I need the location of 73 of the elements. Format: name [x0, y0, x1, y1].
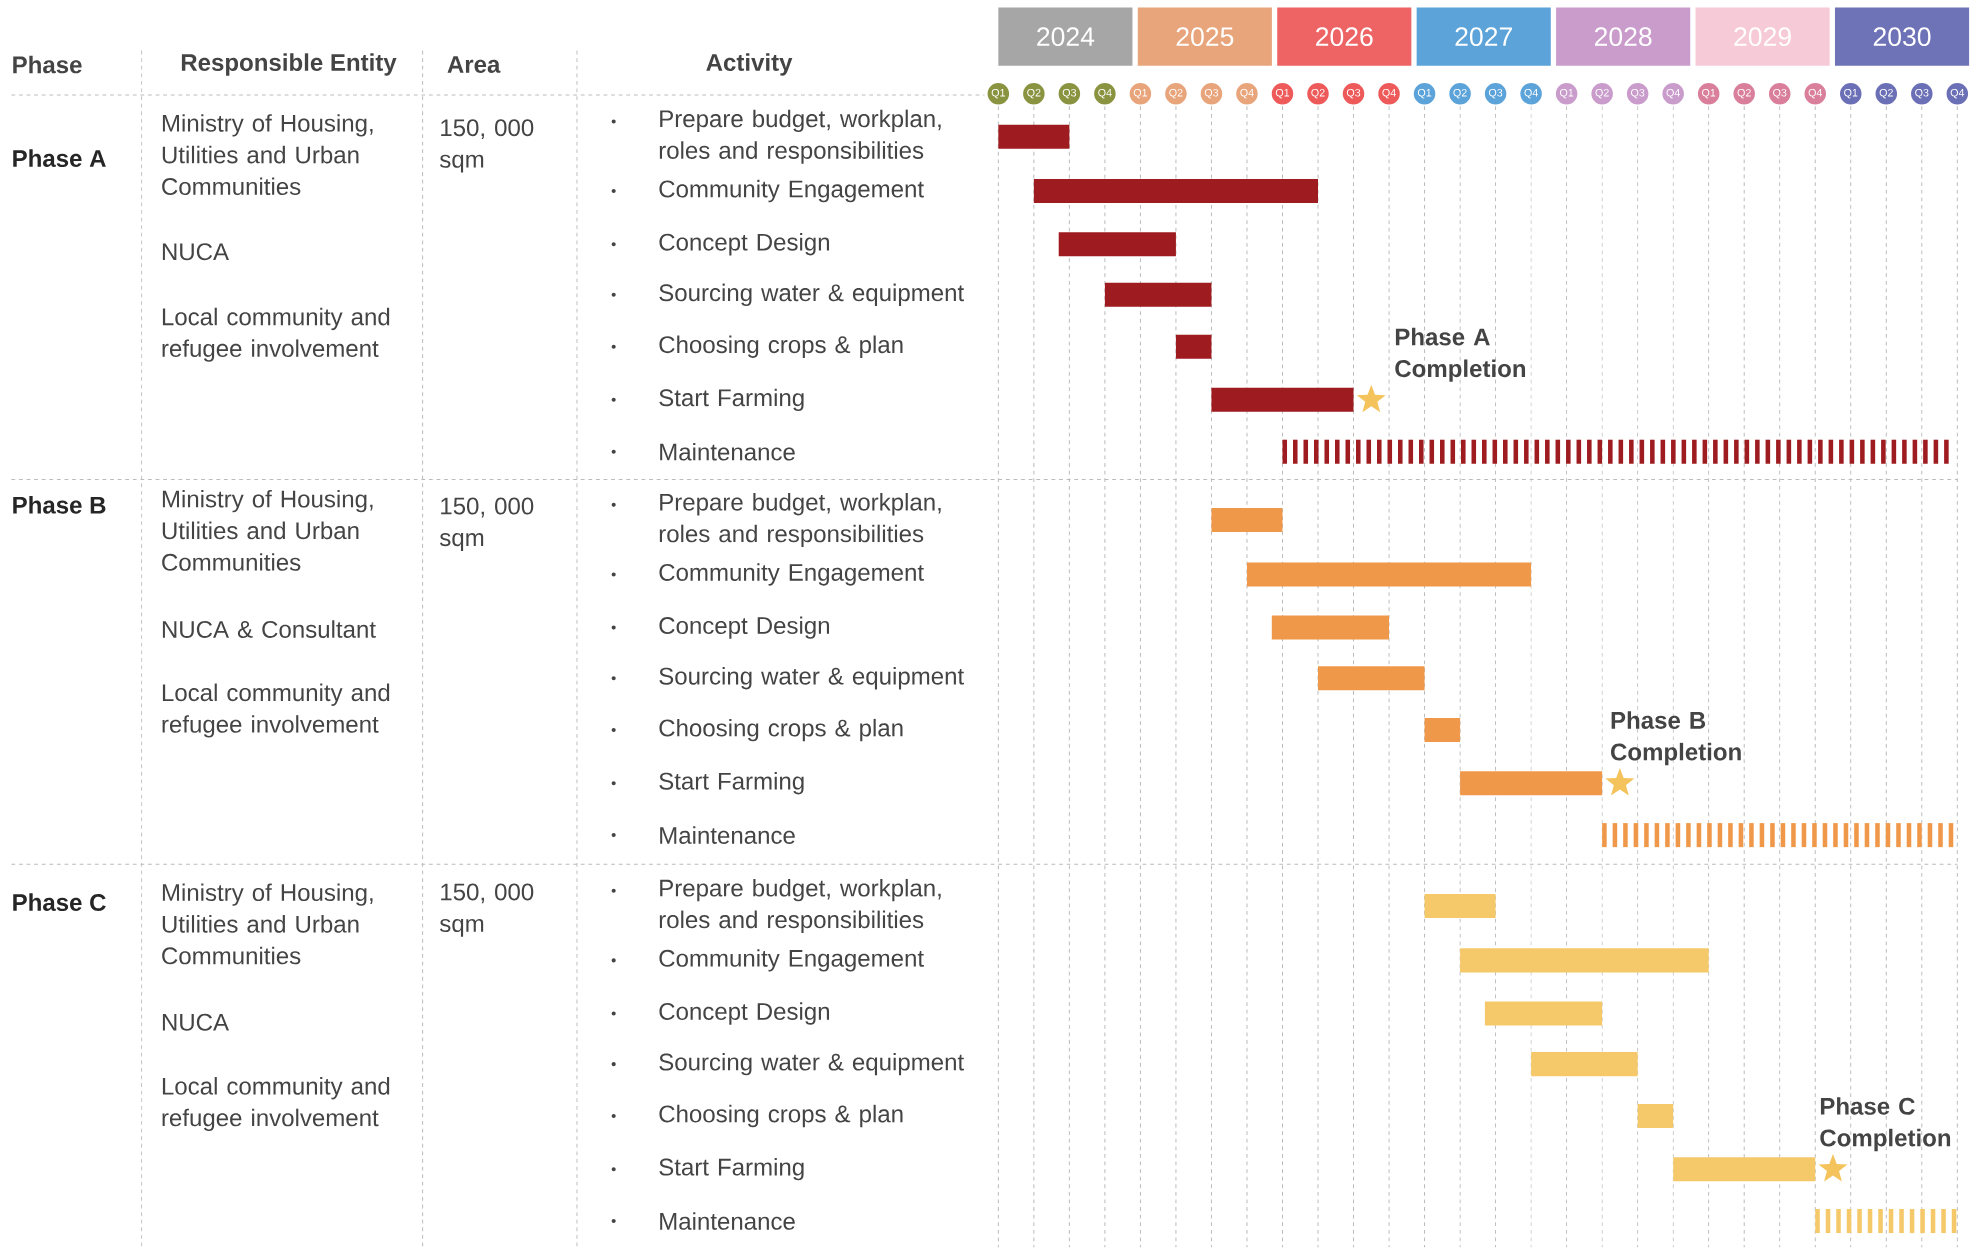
milestone-label: Phase B Completion	[1611, 711, 1741, 766]
gantt-bar	[1318, 666, 1425, 691]
activity-text: Community Engagement	[659, 949, 924, 972]
year-header: 2024	[998, 7, 1133, 66]
year-header: 2030	[1834, 7, 1970, 66]
entity-text: Ministry of Housing, Utilities and Urban Communities	[162, 883, 373, 965]
milestone-star	[1818, 1154, 1848, 1182]
milestone-star	[1356, 384, 1386, 413]
year-header: 2025	[1137, 7, 1272, 66]
milestone-label: Phase A Completion	[1395, 328, 1526, 383]
phase-label: Phase A	[13, 149, 106, 168]
activity-text: Choosing crops & plan	[659, 335, 903, 359]
activity-text: Concept Design	[659, 616, 829, 639]
year-header: 2027	[1416, 7, 1551, 66]
area-text: 150, 000 sqm	[440, 883, 534, 938]
striped-bar	[1282, 439, 1949, 464]
gantt-bar	[1033, 179, 1318, 204]
striped-bar	[1602, 823, 1954, 848]
activity-text: Prepare budget, workplan, roles and responsibilities	[659, 879, 941, 934]
activity-text: Prepare budget, workplan, roles and responsibilities	[659, 109, 941, 164]
activity-text: Start Farming	[659, 1158, 804, 1181]
activity-text: Start Farming	[659, 388, 804, 412]
activity-text: Maintenance	[660, 443, 795, 461]
area-text: 150, 000 sqm	[440, 497, 534, 552]
phase-label: Phase C	[13, 893, 106, 912]
phase-label: Phase B	[13, 496, 106, 514]
gantt-bar	[1271, 615, 1390, 640]
gantt-bar	[998, 124, 1070, 149]
activity-text: Sourcing water & equipment	[659, 667, 964, 690]
column-header: Activity	[706, 53, 793, 76]
gantt-bar	[1246, 562, 1532, 587]
gantt-bar	[1460, 771, 1603, 796]
gantt-bar	[1424, 718, 1461, 743]
column-header: Phase	[13, 55, 82, 74]
entity-text: Local community and refugee involvement	[162, 1077, 390, 1132]
gantt-bar	[1104, 283, 1212, 308]
gantt-bar	[1058, 232, 1176, 257]
activity-text: Choosing crops & plan	[659, 1105, 903, 1128]
striped-bar	[1815, 1209, 1957, 1234]
entity-text: Local community and refugee involvement	[162, 683, 390, 738]
activity-text: Sourcing water & equipment	[659, 283, 964, 307]
gantt-bar	[1673, 1157, 1816, 1182]
activity-text: Start Farming	[659, 772, 804, 795]
activity-text: Choosing crops & plan	[659, 719, 903, 742]
gantt-bar	[1637, 1104, 1674, 1129]
column-header: Area	[447, 56, 501, 74]
activity-text: Concept Design	[659, 1002, 829, 1025]
activity-text: Concept Design	[659, 233, 829, 256]
gantt-bar	[1424, 894, 1496, 919]
entity-text: Local community and refugee involvement	[162, 307, 390, 362]
year-header: 2028	[1556, 7, 1691, 66]
gantt-bar	[1175, 334, 1212, 359]
activity-text: Maintenance	[660, 826, 795, 845]
activity-text: Maintenance	[660, 1212, 795, 1231]
entity-text: Ministry of Housing, Utilities and Urban Communities	[162, 114, 373, 196]
gantt-bar	[1211, 508, 1283, 533]
milestone-star	[1605, 768, 1635, 796]
area-text: 150, 000 sqm	[440, 119, 534, 173]
milestone-label: Phase C Completion	[1820, 1097, 1951, 1152]
entity-text: NUCA & Consultant	[162, 620, 376, 639]
activity-text: Sourcing water & equipment	[659, 1053, 964, 1076]
entity-text: NUCA	[162, 243, 229, 261]
year-header: 2026	[1277, 7, 1412, 66]
activity-text: Community Engagement	[659, 563, 924, 586]
activity-text: Community Engagement	[659, 180, 924, 203]
entity-text: NUCA	[162, 1014, 229, 1031]
entity-text: Ministry of Housing, Utilities and Urban Communities	[162, 490, 373, 572]
gantt-bar	[1531, 1052, 1638, 1077]
gantt-bar	[1484, 1001, 1603, 1026]
gantt-bar	[1460, 948, 1709, 973]
column-header: Responsible Entity	[181, 53, 397, 76]
gantt-bar	[1211, 388, 1354, 413]
activity-text: Prepare budget, workplan, roles and responsibilities	[659, 493, 941, 548]
